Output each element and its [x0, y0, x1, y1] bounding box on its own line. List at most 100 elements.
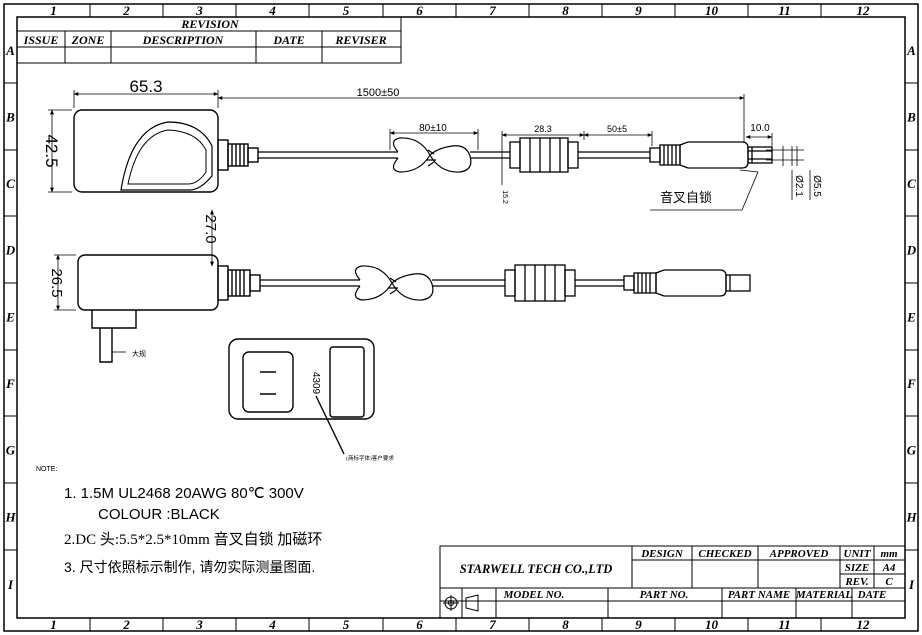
dim-width-top: 65.3	[129, 77, 162, 96]
row-label-right: F	[906, 376, 916, 391]
adapter-side-view	[77, 254, 261, 363]
column-label-bottom: 10	[705, 617, 719, 632]
column-label-bottom: 4	[268, 617, 276, 632]
callout-pin: 大规	[132, 349, 146, 358]
row-label-right: D	[906, 243, 917, 258]
row-label-right: E	[906, 310, 916, 325]
note-1b: COLOUR :BLACK	[98, 506, 220, 523]
column-label-bottom: 6	[416, 617, 423, 632]
column-label-top: 7	[489, 3, 496, 18]
size-value: A4	[882, 562, 896, 574]
revision-header-reviser: REVISER	[334, 33, 386, 47]
dim-core-to-plug: 50±5	[607, 124, 627, 134]
design-label: DESIGN	[640, 548, 684, 560]
cable-side	[260, 265, 505, 301]
column-label-bottom: 7	[489, 617, 496, 632]
row-label-right: A	[906, 43, 916, 58]
cable-to-plug-side	[575, 279, 624, 287]
column-label-top: 3	[195, 3, 203, 18]
row-label-left: B	[5, 110, 15, 125]
row-label-right: I	[908, 577, 915, 592]
cable-top	[258, 137, 510, 173]
revision-header-issue: ISSUE	[23, 33, 59, 47]
adapter-front-view	[228, 338, 375, 455]
revision-title: REVISION	[180, 17, 240, 31]
row-labels-right: A B C D E F G H I	[905, 43, 917, 592]
row-label-left: I	[7, 577, 14, 592]
column-label-top: 10	[705, 3, 719, 18]
column-label-top: 5	[343, 3, 350, 18]
column-label-top: 1	[50, 3, 57, 18]
label-note-front: (商标字体)客户要求	[346, 454, 394, 462]
row-label-left: D	[5, 243, 16, 258]
model-no-label: MODEL NO.	[503, 589, 565, 601]
dim-plug-tip: 10.0	[750, 123, 770, 134]
size-label: SIZE	[845, 562, 869, 574]
projection-symbol-icon	[443, 594, 479, 612]
revision-header-description: DESCRIPTION	[142, 33, 225, 47]
column-label-bottom: 11	[778, 617, 790, 632]
unit-value: mm	[880, 548, 898, 560]
grid-dividers	[4, 4, 918, 631]
note-2: 2.DC 头:5.5*2.5*10mm 音叉自锁 加磁环	[64, 531, 322, 548]
column-label-bottom: 8	[562, 617, 569, 632]
part-name-label: PART NAME	[728, 589, 790, 601]
adapter-top-view	[73, 109, 259, 193]
callout-lock: 音叉自锁	[660, 190, 712, 205]
part-no-label: PART NO.	[640, 589, 689, 601]
rev-label: REV.	[844, 576, 869, 588]
row-label-right: B	[906, 110, 916, 125]
row-label-left: H	[4, 510, 16, 525]
row-label-right: H	[905, 510, 917, 525]
row-label-left: G	[6, 443, 16, 458]
row-label-right: G	[907, 443, 917, 458]
row-label-left: E	[5, 310, 15, 325]
title-block	[439, 545, 906, 619]
title-block-labels: DESIGN CHECKED APPROVED UNIT mm SIZE A4 …	[503, 548, 898, 601]
dim-coil-length: 80±10	[419, 123, 447, 134]
row-label-right: C	[907, 176, 916, 191]
column-label-bottom: 12	[857, 617, 871, 632]
column-label-top: 8	[562, 3, 569, 18]
column-label-top: 2	[122, 3, 130, 18]
label-text-front: 4309	[310, 372, 321, 395]
revision-headers: ISSUE ZONE DESCRIPTION DATE REVISER	[23, 33, 387, 47]
approved-label: APPROVED	[769, 548, 829, 560]
revision-header-date: DATE	[272, 33, 304, 47]
dim-core-dia: 15.2	[501, 190, 508, 204]
column-label-bottom: 2	[122, 617, 130, 632]
column-label-top: 12	[857, 3, 871, 18]
dimension-lines-side	[54, 209, 214, 353]
dim-outer-dia: Ø5.5	[811, 175, 822, 197]
column-label-top: 6	[416, 3, 423, 18]
rev-value: C	[885, 576, 893, 588]
note-1: 1. 1.5M UL2468 20AWG 80℃ 300V	[64, 485, 304, 502]
dc-plug-top	[649, 141, 773, 169]
row-label-left: A	[5, 43, 15, 58]
unit-label: UNIT	[844, 548, 872, 560]
revision-header-zone: ZONE	[71, 33, 105, 47]
column-label-bottom: 3	[195, 617, 203, 632]
column-label-bottom: 9	[635, 617, 642, 632]
column-label-bottom: 1	[50, 617, 57, 632]
column-label-top: 11	[778, 3, 790, 18]
company-name: STARWELL TECH CO.,LTD	[460, 562, 613, 576]
column-label-bottom: 5	[343, 617, 350, 632]
dim-height-top: 42.5	[42, 134, 61, 167]
dim-core-length: 28.3	[534, 124, 552, 134]
column-label-top: 4	[268, 3, 276, 18]
date-label: DATE	[857, 589, 887, 601]
checked-label: CHECKED	[698, 548, 751, 560]
row-label-left: F	[5, 376, 15, 391]
column-label-top: 9	[635, 3, 642, 18]
dimension-lines-top	[48, 90, 811, 211]
dim-side-depth: 27.0	[202, 214, 219, 243]
ferrite-core-top	[509, 137, 579, 173]
dim-inner-dia: Ø2.1	[793, 175, 804, 197]
dim-side-height: 26.5	[48, 268, 65, 297]
cable-to-plug-top	[578, 151, 650, 159]
revision-block	[16, 16, 402, 64]
